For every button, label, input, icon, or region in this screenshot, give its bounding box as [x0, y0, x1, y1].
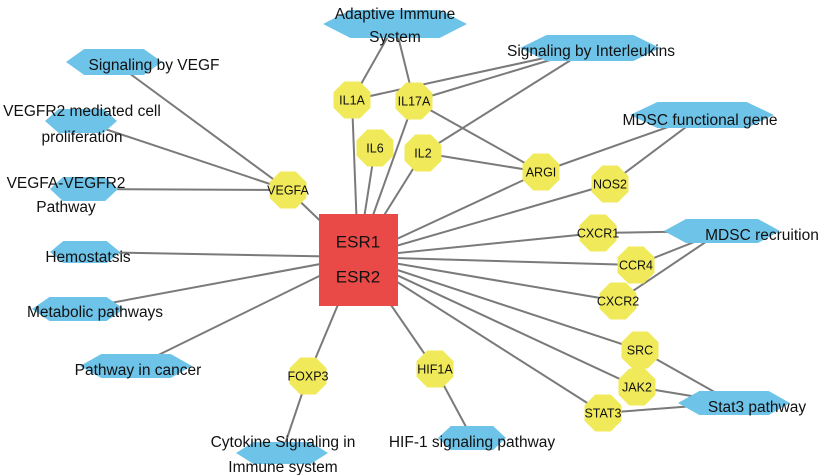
pathway-node-vegfr2 — [45, 109, 117, 133]
edge-vegfa-vegf — [113, 61, 289, 191]
pathway-label-hemostasis: Hemostatsis — [45, 249, 131, 266]
gene-node-hif1a — [416, 350, 454, 388]
pathway-node-mdsc_gene — [630, 102, 774, 128]
pathway-node-cytokine — [236, 442, 328, 464]
edge-hub-metabolic — [77, 256, 359, 310]
gene-label-cxcr1: CXCR1 — [577, 226, 619, 240]
pathway-node-vegfa_vegfr2 — [50, 177, 118, 201]
gene-label-foxp3: FOXP3 — [288, 369, 329, 383]
pathway-label-vegfr2: VEGFR2 mediated cell — [3, 103, 161, 120]
gene-label-hif1a: HIF1A — [417, 362, 453, 376]
edge-hub-nos2 — [357, 183, 611, 258]
edge-hub-stat3 — [357, 256, 604, 414]
edge-hub-cxcr2 — [357, 256, 619, 302]
pathway-node-adaptive — [323, 10, 467, 38]
gene-label-nos2: NOS2 — [593, 177, 627, 191]
gene-node-src — [621, 331, 659, 369]
gene-label-il6: IL6 — [366, 141, 383, 155]
gene-label-stat3: STAT3 — [584, 406, 621, 420]
edge-il2-interleukins — [422, 47, 591, 154]
pathway-label-vegfr2: proliferation — [42, 129, 123, 146]
gene-node-il2 — [404, 134, 442, 172]
pathway-label-vegfa_vegfr2: Pathway — [36, 199, 96, 216]
gene-label-il17a: IL17A — [398, 94, 431, 108]
pathway-node-hemostasis — [50, 241, 120, 263]
edge-il17a-argi — [413, 100, 542, 173]
hub-node — [319, 214, 398, 306]
hub-label-esr1: ESR1 — [336, 232, 380, 251]
gene-label-vegfa: VEGFA — [267, 183, 309, 197]
gene-label-argi: ARGI — [526, 165, 557, 179]
hub-label-esr2: ESR2 — [336, 267, 380, 286]
edge-hub-hemostasis — [84, 251, 359, 258]
gene-node-nos2 — [591, 165, 629, 203]
gene-node-il6 — [356, 129, 394, 167]
edge-vegfa-vegfa_vegfr2 — [83, 188, 289, 191]
pathway-node-interleukins — [520, 35, 660, 61]
pathway-label-vegfa_vegfr2: VEGFA-VEGFR2 — [7, 175, 126, 192]
pathway-label-vegf: Signaling by VEGF — [89, 57, 220, 74]
pathway-label-cytokine: Immune system — [228, 459, 337, 475]
pathway-label-interleukins: Signaling by Interleukins — [507, 43, 675, 60]
gene-node-il17a — [395, 82, 433, 120]
pathway-label-metabolic: Metabolic pathways — [27, 304, 163, 321]
gene-node-jak2 — [618, 368, 656, 406]
edge-hub-src — [357, 256, 641, 351]
gene-label-src: SRC — [627, 343, 653, 357]
gene-label-jak2: JAK2 — [622, 380, 652, 394]
pathway-label-adaptive: System — [369, 29, 421, 46]
pathway-label-hif1: HIF-1 signaling pathway — [389, 434, 556, 451]
pathway-node-cancer — [80, 354, 192, 378]
edge-il2-argi — [422, 152, 542, 173]
edge-hub-ccr4 — [357, 256, 637, 266]
pathway-label-adaptive: Adaptive Immune — [335, 6, 456, 23]
pathway-node-metabolic — [32, 297, 124, 321]
gene-node-foxp3 — [289, 357, 327, 395]
pathway-node-stat3_path — [678, 391, 790, 415]
pathway-label-mdsc_gene: MDSC functional gene — [622, 112, 777, 129]
gene-label-il1a: IL1A — [339, 93, 365, 107]
pathway-label-mdsc_recruit: MDSC recruition — [705, 227, 819, 244]
gene-label-ccr4: CCR4 — [619, 258, 653, 272]
gene-label-il2: IL2 — [414, 146, 431, 160]
gene-label-cxcr2: CXCR2 — [597, 294, 639, 308]
gene-node-vegfa — [269, 171, 307, 209]
pathway-label-stat3_path: Stat3 pathway — [708, 399, 806, 416]
gene-node-stat3 — [584, 394, 622, 432]
gene-node-cxcr1 — [579, 214, 617, 252]
pathway-node-mdsc_recruit — [664, 219, 780, 243]
gene-node-il1a — [333, 81, 371, 119]
edge-hub-jak2 — [357, 256, 638, 388]
gene-node-cxcr2 — [599, 282, 637, 320]
gene-node-argi — [522, 153, 560, 191]
pathway-label-cytokine: Cytokine Signaling in — [211, 434, 356, 451]
edge-vegfa-vegfr2 — [80, 120, 289, 191]
gene-node-ccr4 — [617, 246, 655, 284]
pathway-node-hif1 — [438, 426, 506, 450]
pathway-label-cancer: Pathway in cancer — [75, 362, 202, 379]
pathway-node-vegf — [66, 49, 162, 75]
